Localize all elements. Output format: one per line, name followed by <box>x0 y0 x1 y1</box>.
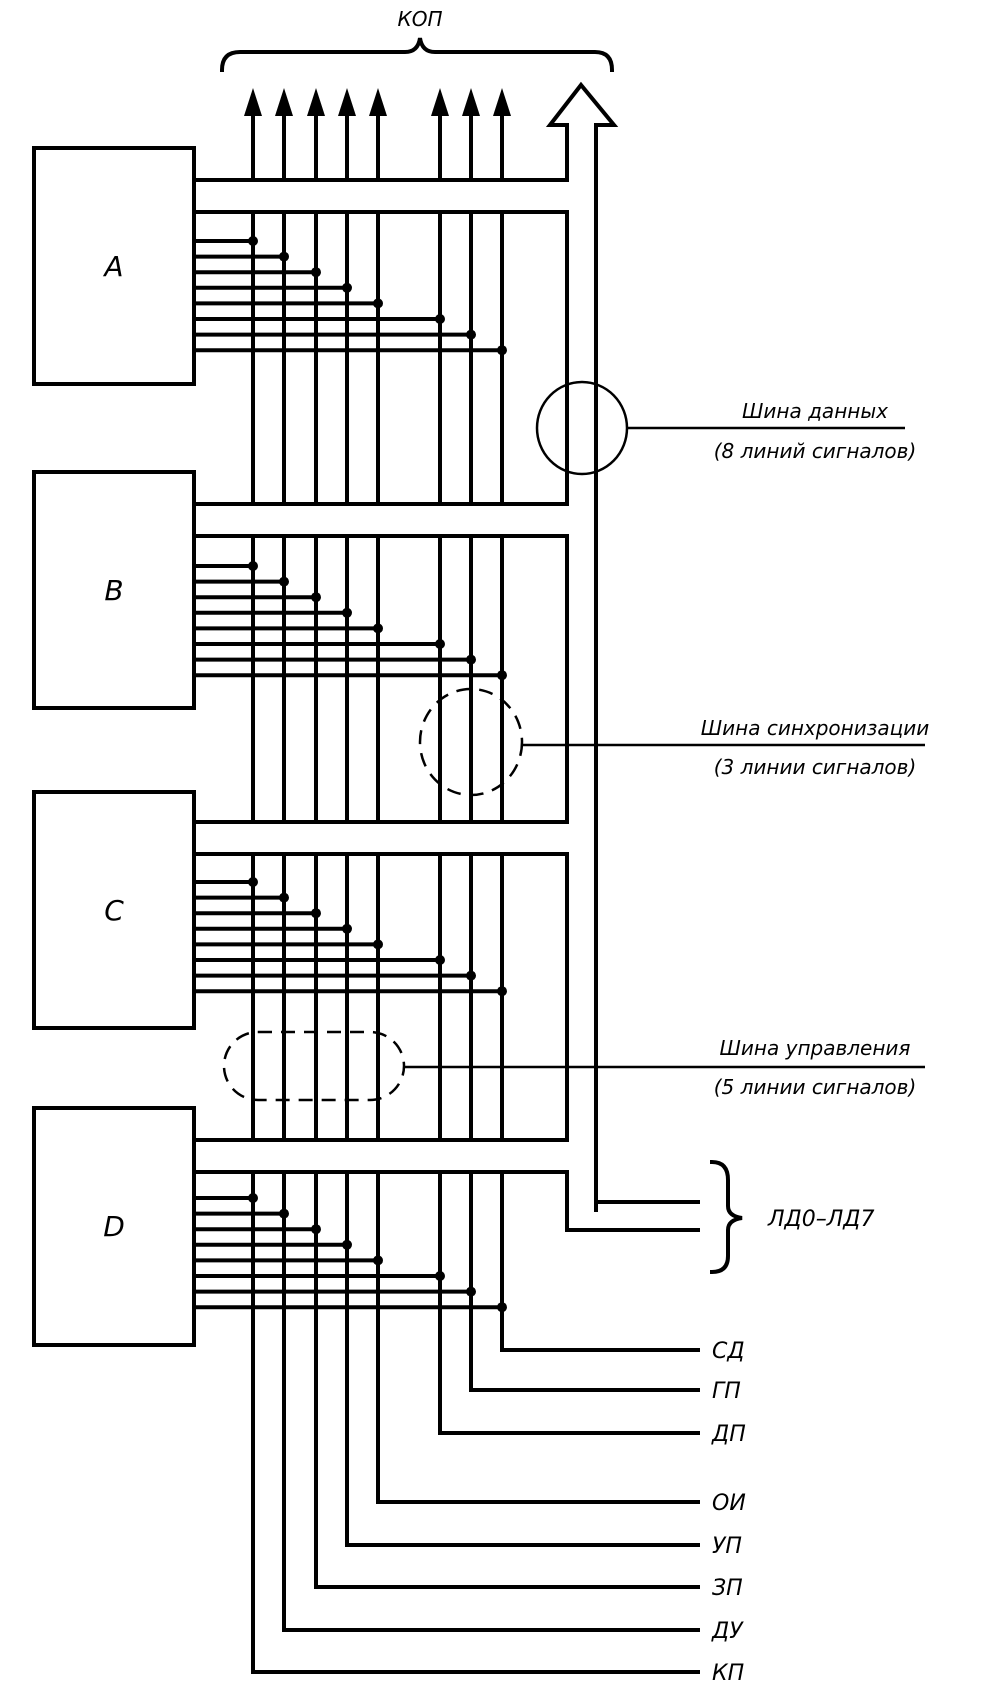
junction-dot <box>497 345 507 356</box>
signal-out-line <box>314 1170 700 1589</box>
kop-label: КОП <box>398 7 443 31</box>
junction-dot <box>248 236 258 246</box>
junction-dot <box>373 623 383 634</box>
sync-bus-subtitle: (3 линии сигналов) <box>714 755 917 779</box>
device-box-c <box>32 790 196 1030</box>
junction-dot <box>466 329 476 340</box>
junction-dot <box>279 892 289 903</box>
kop-brace <box>219 37 615 73</box>
data-bus-title: Шина данных <box>742 399 888 423</box>
data-bus-subtitle: (8 линий сигналов) <box>714 439 917 463</box>
signal-out-line <box>438 1170 700 1435</box>
junction-dot <box>466 654 476 665</box>
junction-dot <box>311 267 321 278</box>
junction-dot <box>342 923 352 934</box>
junction-dot <box>342 607 352 618</box>
device-box-a <box>32 146 196 386</box>
arrow-up-icon <box>338 88 356 116</box>
signal-label-du: ДУ <box>711 1619 744 1644</box>
device-b-label: B <box>104 574 123 607</box>
device-a-label: A <box>102 250 123 283</box>
signal-out-line <box>251 1170 700 1674</box>
junction-dot <box>373 939 383 950</box>
junction-dot <box>435 639 445 649</box>
junction-dot <box>279 251 289 262</box>
junction-dot <box>435 314 445 324</box>
arrow-up-icon <box>369 88 387 116</box>
junction-dot <box>435 955 445 965</box>
signal-out-line <box>376 1170 700 1504</box>
junction-dot <box>248 561 258 571</box>
junction-dot <box>311 592 321 603</box>
signal-out-line <box>282 1170 700 1632</box>
control-bus-title: Шина управления <box>720 1036 911 1060</box>
data-bus-highlight <box>535 380 629 476</box>
device-box-d <box>32 1106 196 1347</box>
diagram-dynamic <box>32 37 925 1674</box>
signal-label-gp: ГП <box>712 1379 741 1404</box>
ld-brace <box>709 1159 743 1275</box>
control-bus-subtitle: (5 линии сигналов) <box>714 1075 917 1099</box>
signal-out-line <box>469 1170 700 1392</box>
signal-label-up: УП <box>712 1534 742 1559</box>
junction-dot <box>279 576 289 587</box>
sync-bus-title: Шина синхронизации <box>701 716 930 740</box>
signal-label-zp: ЗП <box>712 1576 743 1601</box>
signal-label-oi: ОИ <box>712 1491 746 1516</box>
data-bus-arrow-outline <box>545 81 619 1212</box>
data-lines-label: ЛД0–ЛД7 <box>767 1207 874 1232</box>
signal-label-sd: СД <box>712 1339 745 1364</box>
arrow-up-icon <box>244 88 262 116</box>
junction-dot <box>342 282 352 293</box>
junction-dot <box>497 670 507 681</box>
device-c-label: C <box>104 894 124 927</box>
arrow-up-icon <box>462 88 480 116</box>
sync-bus-highlight <box>418 687 524 797</box>
arrow-up-icon <box>275 88 293 116</box>
junction-dot <box>311 908 321 919</box>
junction-dot <box>373 298 383 309</box>
signal-label-dp: ДП <box>711 1422 746 1447</box>
device-d-label: D <box>103 1210 125 1243</box>
arrow-up-icon <box>307 88 325 116</box>
junction-dot <box>497 986 507 997</box>
arrow-up-icon <box>431 88 449 116</box>
arrow-up-icon <box>493 88 511 116</box>
device-box-b <box>32 470 196 710</box>
data-bus-out-line-2 <box>565 1170 700 1232</box>
signal-out-line <box>345 1170 700 1547</box>
signal-out-line <box>500 1170 700 1352</box>
junction-dot <box>466 970 476 981</box>
junction-dot <box>248 877 258 887</box>
signal-label-kp: КП <box>712 1661 744 1686</box>
